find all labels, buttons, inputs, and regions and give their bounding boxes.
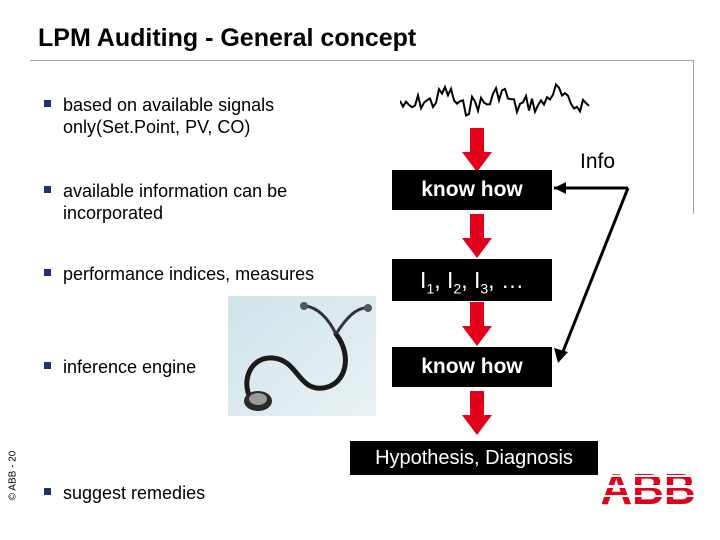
frame-right-edge (693, 60, 694, 214)
index-prefix: I (447, 267, 454, 293)
bullet-marker (44, 360, 56, 372)
down-arrow-icon (462, 214, 492, 258)
bullet-marker (44, 267, 56, 279)
index-sub-1: 1 (426, 280, 435, 297)
performance-indices-box: I1, I2, I3, … (392, 259, 552, 301)
down-arrow-icon (462, 391, 492, 435)
copyright-side-text: © ABB - 20 (7, 450, 19, 501)
title-divider (30, 60, 694, 61)
info-label: Info (580, 150, 616, 173)
index-prefix: I (420, 267, 427, 293)
hypothesis-diagnosis-box: Hypothesis, Diagnosis (350, 441, 598, 475)
signal-waveform (400, 82, 590, 117)
index-sub-2: 2 (453, 280, 462, 297)
index-prefix: I (473, 267, 481, 293)
down-arrow-icon (462, 128, 492, 172)
index-tail: , … (488, 267, 524, 293)
stethoscope-image (228, 296, 376, 416)
slide-title: LPM Auditing - General concept (38, 24, 417, 52)
bullet-indices: performance indices, measures (63, 264, 315, 284)
bullet-signals: based on available signals only(Set.Poin… (63, 95, 275, 137)
index-sep: , (461, 267, 474, 293)
down-arrow-icon (462, 302, 492, 346)
index-sep: , (434, 267, 448, 293)
know-how-box-2: know how (392, 347, 552, 387)
bullet-information: available information can be incorporate… (63, 181, 288, 223)
bullet-remedies: suggest remedies (63, 483, 206, 503)
abb-logo: ABB (602, 466, 694, 508)
info-feedback-arrows (554, 182, 630, 363)
bullet-marker (44, 184, 56, 196)
know-how-box-1: know how (392, 170, 552, 210)
bullet-marker (44, 98, 56, 110)
bullet-marker (44, 486, 56, 498)
index-sub-3: 3 (480, 280, 489, 297)
bullet-inference: inference engine (63, 357, 197, 377)
